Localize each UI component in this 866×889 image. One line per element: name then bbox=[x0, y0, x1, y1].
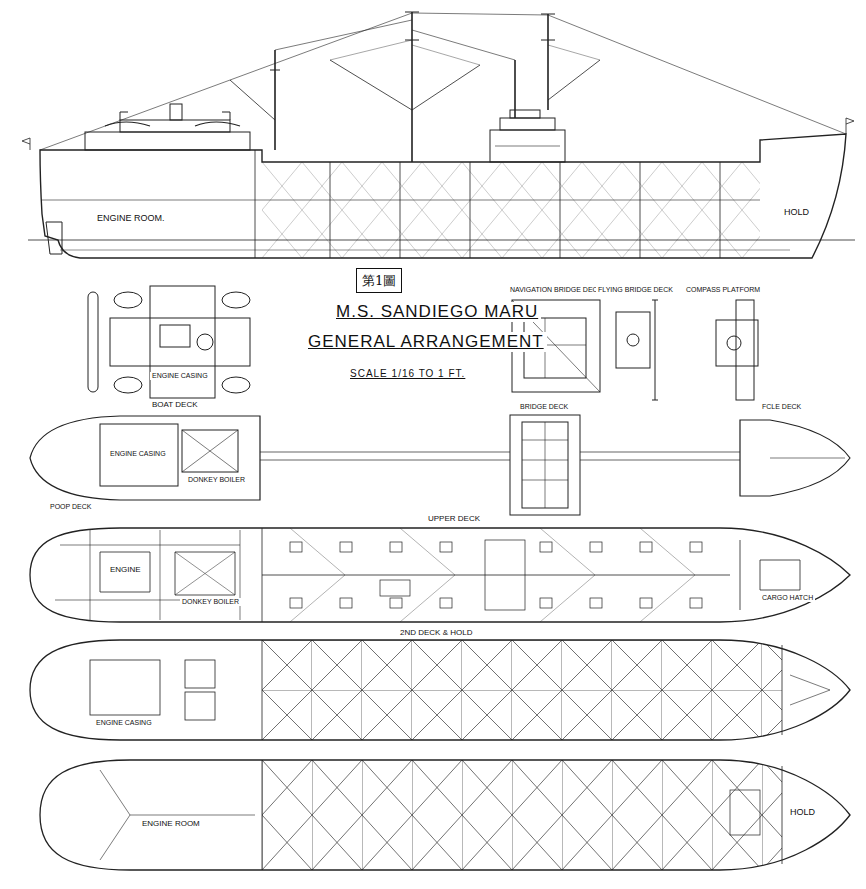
figure-number: 第1圖 bbox=[362, 273, 396, 288]
deck-label: COMPASS PLATFORM bbox=[684, 286, 762, 294]
space-label: HOLD bbox=[788, 808, 817, 818]
deck-label: UPPER DECK bbox=[426, 515, 482, 524]
deck-label: NAVIGATION BRIDGE DECK bbox=[508, 286, 604, 294]
deck-label: 2ND DECK & HOLD bbox=[398, 629, 474, 638]
deck-label: BRIDGE DECK bbox=[518, 403, 570, 411]
hatch-label: CARGO HATCH bbox=[760, 594, 815, 602]
figure-number-box: 第1圖 bbox=[356, 268, 402, 293]
space-label: ENGINE ROOM bbox=[140, 820, 202, 829]
deck-label: FCLE DECK bbox=[760, 403, 803, 411]
drawing-subtitle: GENERAL ARRANGEMENT bbox=[305, 332, 547, 352]
deck-label: BOAT DECK bbox=[150, 401, 200, 410]
boiler-label: DONKEY BOILER bbox=[186, 476, 247, 484]
casing-label: ENGINE CASING bbox=[108, 450, 168, 458]
deck-label: POOP DECK bbox=[48, 503, 94, 511]
casing-label: ENGINE CASING bbox=[94, 719, 154, 727]
space-label: HOLD bbox=[782, 208, 811, 218]
scale-note: SCALE 1/16 TO 1 FT. bbox=[348, 368, 467, 379]
deck-label: FLYING BRIDGE DECK bbox=[596, 286, 675, 294]
casing-label: ENGINE CASING bbox=[150, 372, 210, 380]
space-label: ENGINE bbox=[108, 566, 143, 575]
boiler-label: DONKEY BOILER bbox=[180, 598, 241, 606]
space-label: ENGINE ROOM. bbox=[95, 214, 167, 224]
drawing-title: M.S. SANDIEGO MARU bbox=[333, 302, 541, 322]
